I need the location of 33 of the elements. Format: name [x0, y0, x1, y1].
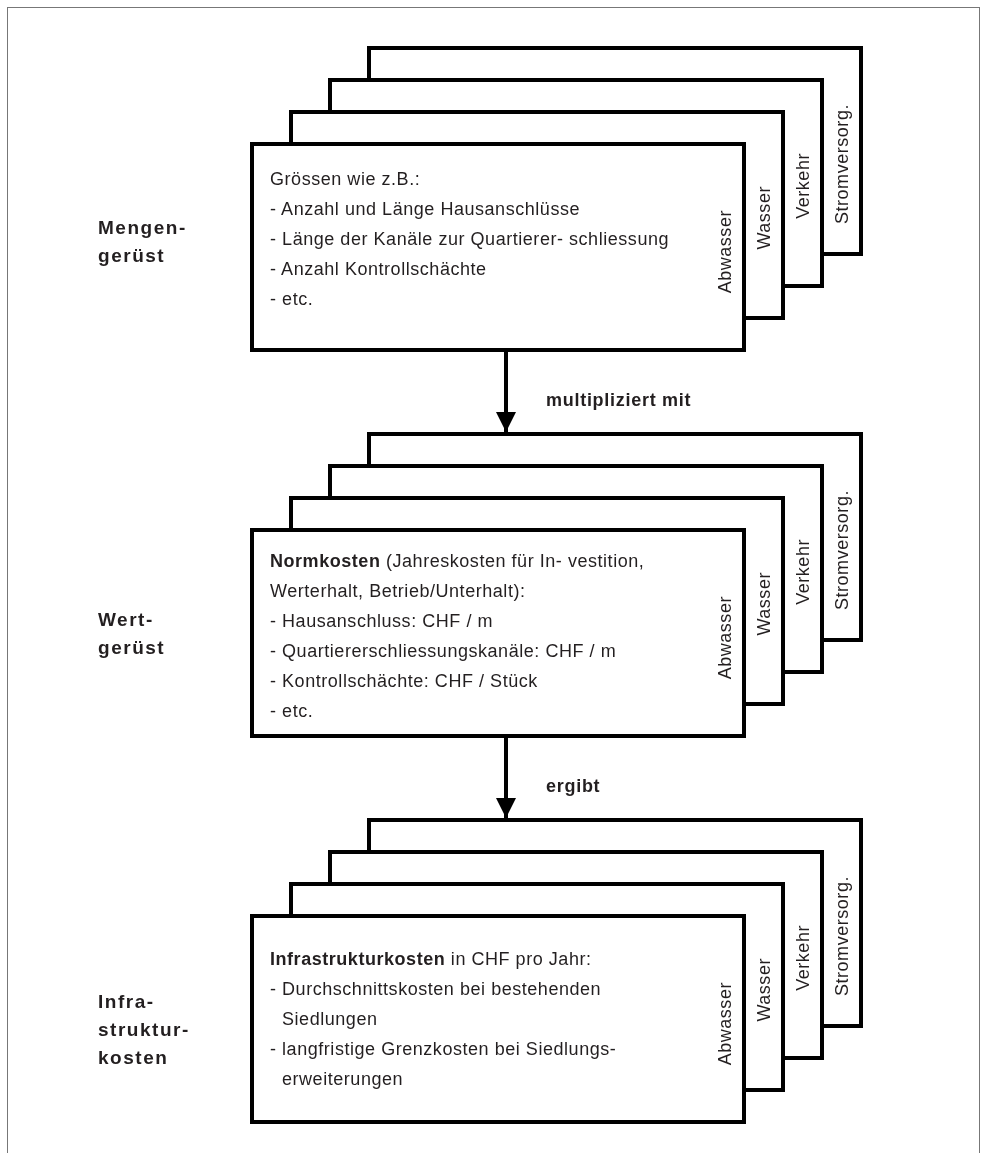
- list-item: - Anzahl Kontrollschächte: [270, 258, 488, 281]
- list-item: - etc.: [270, 288, 315, 311]
- list-item: - Kontrollschächte: CHF / Stück: [270, 670, 539, 693]
- category-card: [250, 142, 746, 352]
- tab-label: Stromversorg.: [831, 103, 853, 224]
- category-card: [250, 914, 746, 1124]
- arrow: [496, 352, 516, 432]
- tab-label: Wasser: [753, 572, 775, 636]
- tab-label: Abwasser: [714, 209, 736, 293]
- row-label: Infra- struktur- kosten: [98, 990, 191, 1070]
- list-item: - Quartiererschliessungskanäle: CHF / m: [270, 640, 618, 663]
- tab-label: Verkehr: [792, 153, 814, 219]
- tab-label: Wasser: [753, 186, 775, 250]
- card-heading: Infrastrukturkosten in CHF pro Jahr:: [270, 948, 593, 971]
- row-label: Mengen- gerüst: [98, 216, 188, 268]
- tab-label: Stromversorg.: [831, 875, 853, 996]
- list-item: - Länge der Kanäle zur Quartierer- schliessung: [270, 228, 671, 251]
- tab-label: Verkehr: [792, 539, 814, 605]
- tab-label: Abwasser: [714, 595, 736, 679]
- list-item: - Durchschnittskosten bei bestehenden Siedlungen: [270, 978, 603, 1031]
- tab-label: Verkehr: [792, 925, 814, 991]
- list-item: - Hausanschluss: CHF / m: [270, 610, 494, 633]
- tab-label: Abwasser: [714, 981, 736, 1065]
- card-heading: Normkosten (Jahreskosten für In- vestition, Werterhalt, Betrieb/Unterhalt):: [270, 550, 646, 603]
- arrow: [496, 738, 516, 818]
- card-heading: Grössen wie z.B.:: [270, 168, 422, 191]
- list-item: - langfristige Grenzkosten bei Siedlungs- erweiterungen: [270, 1038, 618, 1091]
- list-item: - Anzahl und Länge Hausanschlüsse: [270, 198, 582, 221]
- tab-label: Wasser: [753, 958, 775, 1022]
- category-card: [250, 528, 746, 738]
- tab-label: Stromversorg.: [831, 489, 853, 610]
- row-label: Wert- gerüst: [98, 608, 167, 660]
- list-item: - etc.: [270, 700, 315, 723]
